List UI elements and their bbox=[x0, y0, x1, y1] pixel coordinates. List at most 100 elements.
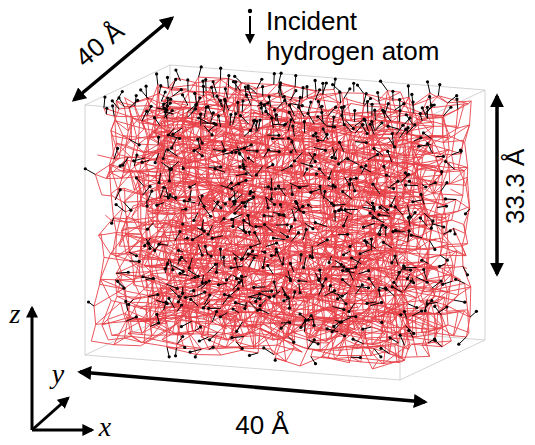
hydrogen-atom bbox=[271, 163, 274, 166]
hydrogen-atom bbox=[178, 272, 181, 275]
hydrogen-atom bbox=[326, 327, 329, 330]
hydrogen-atom bbox=[150, 105, 153, 108]
hydrogen-atom bbox=[419, 216, 422, 219]
hydrogen-atom bbox=[157, 321, 160, 324]
hydrogen-atom bbox=[139, 88, 142, 91]
hydrogen-atom bbox=[171, 109, 174, 112]
hydrogen-atom bbox=[314, 79, 317, 82]
hydrogen-atom bbox=[138, 260, 141, 263]
hydrogen-atom bbox=[235, 330, 238, 333]
hydrogen-atom bbox=[339, 208, 342, 211]
hydrogen-atom bbox=[181, 223, 184, 226]
hydrogen-atom bbox=[359, 356, 362, 359]
z-axis bbox=[31, 308, 34, 430]
hydrogen-atom bbox=[431, 220, 434, 223]
hydrogen-atom bbox=[84, 167, 87, 170]
hydrogen-atom bbox=[408, 116, 411, 119]
hydrogen-atom bbox=[275, 113, 278, 116]
hydrogen-atom bbox=[255, 149, 258, 152]
hydrogen-atom bbox=[394, 229, 397, 232]
hydrogen-atom bbox=[297, 279, 300, 282]
hydrogen-atom bbox=[129, 209, 132, 212]
hydrogen-atom bbox=[299, 253, 302, 256]
hydrogen-atom bbox=[408, 215, 411, 218]
hydrogen-atom bbox=[234, 112, 237, 115]
hydrogen-atom bbox=[331, 83, 334, 86]
hydrogen-atom bbox=[337, 162, 340, 165]
hydrogen-atom bbox=[288, 103, 291, 106]
hydrogen-atom bbox=[302, 266, 305, 269]
hydrogen-atom bbox=[407, 84, 410, 87]
hydrogen-atom bbox=[253, 119, 256, 122]
hydrogen-atom bbox=[201, 253, 204, 256]
hydrogen-atom bbox=[219, 99, 222, 102]
hydrogen-atom bbox=[188, 198, 191, 201]
hydrogen-atom bbox=[393, 254, 396, 257]
hydrogen-atom bbox=[464, 212, 467, 215]
hydrogen-atom bbox=[164, 90, 167, 93]
hydrogen-atom bbox=[318, 88, 321, 91]
hydrogen-atom bbox=[116, 280, 119, 283]
hydrogen-atom bbox=[184, 207, 187, 210]
hydrogen-atom bbox=[288, 321, 291, 324]
hydrogen-atom bbox=[233, 212, 236, 215]
hydrogen-atom bbox=[426, 281, 429, 284]
annotation-label: Incident hydrogen atom bbox=[266, 6, 461, 66]
hydrogen-atom bbox=[316, 139, 319, 142]
hydrogen-atom bbox=[267, 206, 270, 209]
hydrogen-atom bbox=[426, 106, 429, 109]
hydrogen-atom bbox=[341, 269, 344, 272]
hydrogen-atom bbox=[167, 196, 170, 199]
hydrogen-atom bbox=[143, 244, 146, 247]
hydrogen-atom bbox=[214, 263, 217, 266]
hydrogen-atom bbox=[352, 127, 355, 130]
dimension-label: 40 Å bbox=[235, 411, 289, 440]
hydrogen-atom bbox=[323, 190, 326, 193]
hydrogen-atom bbox=[250, 143, 253, 146]
hydrogen-atom bbox=[260, 106, 263, 109]
hydrogen-atom bbox=[242, 167, 245, 170]
hydrogen-atom bbox=[148, 185, 151, 188]
hydrogen-atom bbox=[379, 355, 382, 358]
hydrogen-atom bbox=[321, 82, 324, 85]
hydrogen-atom bbox=[103, 95, 106, 98]
y-axis bbox=[32, 398, 68, 430]
hydrogen-atom bbox=[275, 241, 278, 244]
hydrogen-atom bbox=[240, 274, 243, 277]
hydrogen-atom bbox=[237, 182, 240, 185]
hydrogen-atom bbox=[407, 173, 410, 176]
hydrogen-atom bbox=[224, 99, 227, 102]
hydrogen-atom bbox=[201, 194, 204, 197]
hydrogen-atom bbox=[180, 88, 183, 91]
hydrogen-atom bbox=[219, 165, 222, 168]
hydrogen-atom bbox=[316, 115, 319, 118]
hydrogen-atom bbox=[193, 92, 196, 95]
hydrogen-atom bbox=[298, 291, 301, 294]
hydrogen-atom bbox=[312, 324, 315, 327]
hydrogen-atom bbox=[268, 296, 271, 299]
hydrogen-atom bbox=[222, 217, 225, 220]
hydrogen-atom bbox=[413, 123, 416, 126]
hydrogen-atom bbox=[292, 341, 295, 344]
hydrogen-atom bbox=[385, 174, 388, 177]
hydrogen-atom bbox=[386, 150, 389, 153]
hydrogen-atom bbox=[258, 297, 261, 300]
hydrogen-atom bbox=[379, 347, 382, 350]
hydrogen-atom bbox=[424, 309, 427, 312]
hydrogen-atom bbox=[273, 72, 276, 75]
hydrogen-atom bbox=[276, 250, 279, 253]
hydrogen-atom bbox=[201, 154, 204, 157]
hydrogen-atom bbox=[145, 204, 148, 207]
hydrogen-atom bbox=[207, 307, 210, 310]
hydrogen-atom bbox=[141, 275, 144, 278]
hydrogen-atom bbox=[289, 118, 292, 121]
hydrogen-atom bbox=[388, 336, 391, 339]
hydrogen-atom bbox=[398, 98, 401, 101]
hydrogen-atom bbox=[253, 231, 256, 234]
hydrogen-atom bbox=[244, 85, 247, 88]
hydrogen-atom bbox=[290, 225, 293, 228]
hydrogen-atom bbox=[420, 259, 423, 262]
hydrogen-atom bbox=[340, 263, 343, 266]
hydrogen-atom bbox=[273, 280, 276, 283]
hydrogen-atom bbox=[199, 325, 202, 328]
